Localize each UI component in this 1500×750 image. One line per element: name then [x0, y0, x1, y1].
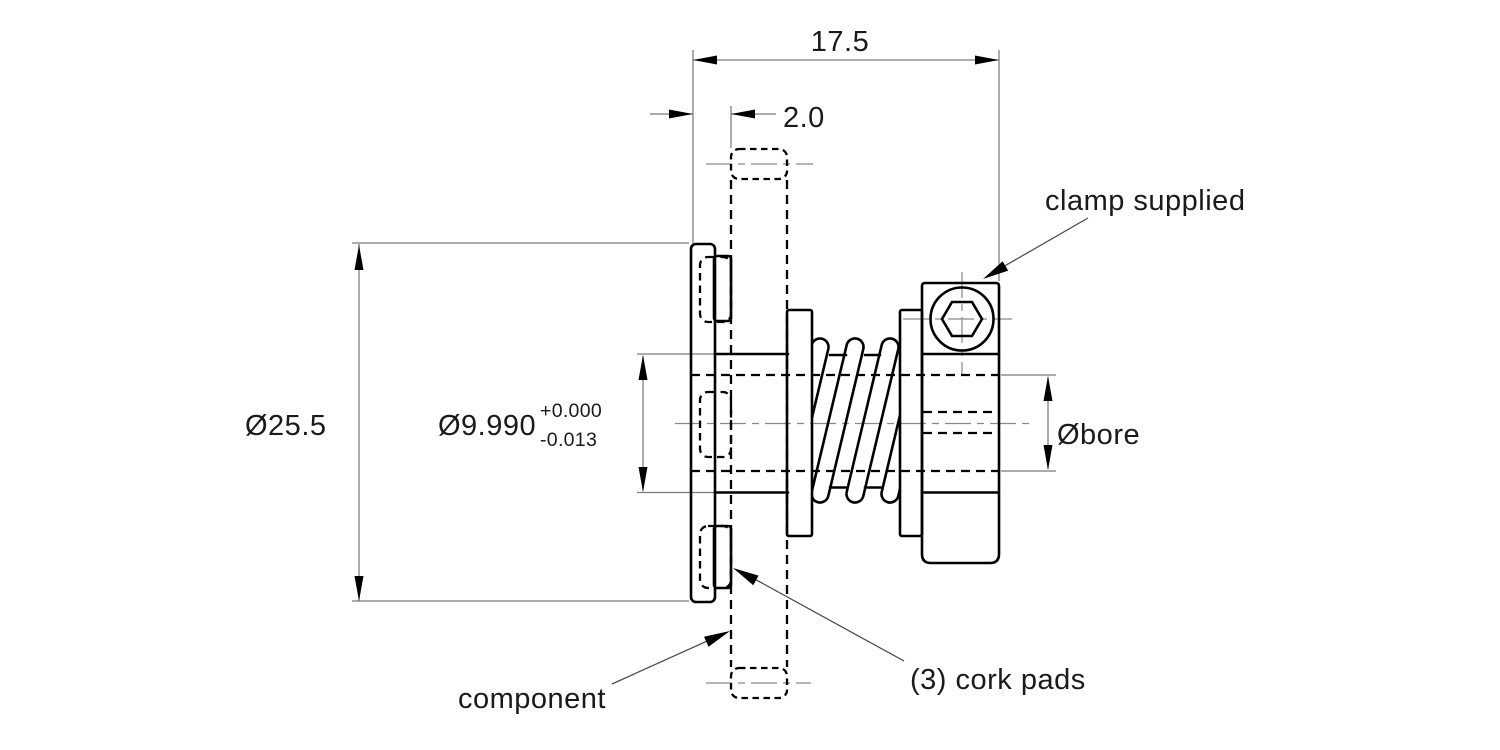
- dim-hub-tolerance-upper: +0.000: [540, 400, 602, 422]
- hex-socket: [940, 300, 984, 338]
- dim-overall-length: 17.5: [811, 26, 869, 58]
- label-bore: Øbore: [1057, 419, 1140, 451]
- dimension-lines: [354, 55, 1053, 601]
- arrowhead: [731, 109, 755, 119]
- callout-cork-pads: (3) cork pads: [910, 664, 1086, 696]
- callout-component: component: [458, 683, 606, 715]
- component-bottom-edge: [729, 666, 789, 700]
- dim-hub-diameter: Ø9.990: [438, 410, 536, 442]
- arrowhead: [354, 576, 364, 601]
- cork-pad-top: [712, 254, 733, 323]
- callout-clamp-supplied: clamp supplied: [1045, 185, 1245, 217]
- clamp-block: [920, 281, 1001, 565]
- extension-lines: [352, 50, 1056, 602]
- clamp-screw-head: [929, 286, 995, 352]
- spring-coil: [812, 337, 830, 421]
- spring-coil: [812, 337, 865, 504]
- spring-coil: [880, 409, 900, 504]
- spring-coil-junctions: [828, 353, 883, 489]
- leader-component: [611, 632, 726, 685]
- arrowhead: [1043, 445, 1053, 470]
- leader-arrowhead: [704, 631, 730, 647]
- coupling-body: [689, 242, 1001, 604]
- mounting-flange: [689, 242, 717, 604]
- dim-pad-standoff: 2.0: [783, 102, 825, 134]
- annotations: 17.5 2.0 Ø25.5 Ø9.990 +0.000 -0.013 Øbor…: [245, 26, 1245, 715]
- spring-coil: [845, 337, 900, 504]
- leader-arrowhead: [983, 261, 1009, 279]
- dim-flange-diameter: Ø25.5: [245, 410, 327, 442]
- helical-spring: [812, 337, 900, 504]
- arrowhead: [693, 55, 717, 65]
- leader-cork-pads: [739, 570, 905, 662]
- arrowhead: [638, 355, 648, 380]
- component-top-edge: [729, 147, 789, 181]
- leader-clamp: [988, 217, 1089, 276]
- center-lines: [675, 163, 1032, 684]
- dim-hub-tolerance-lower: -0.013: [540, 429, 597, 451]
- arrowhead: [1043, 376, 1053, 401]
- arrowhead: [354, 245, 364, 270]
- leaders: [611, 217, 1089, 685]
- arrowhead: [638, 467, 648, 492]
- arrowhead: [669, 109, 693, 119]
- spring-disc-left: [785, 308, 814, 538]
- leader-arrowhead: [733, 568, 759, 586]
- cork-pad-bottom: [712, 524, 733, 590]
- arrowhead: [975, 55, 999, 65]
